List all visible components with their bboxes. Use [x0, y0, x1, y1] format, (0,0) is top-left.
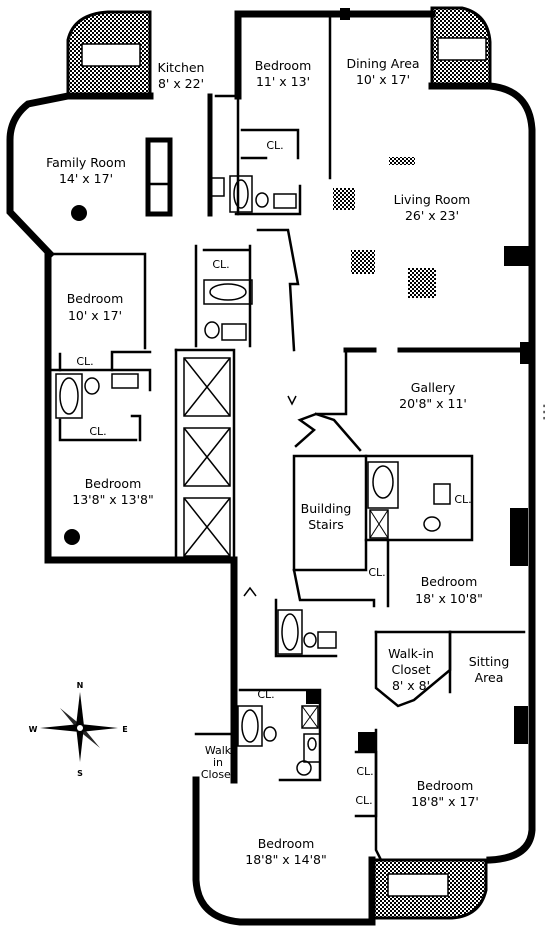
label-walkin-right-line2: Closet — [392, 662, 431, 677]
label-bedroom-mid-right-name: Bedroom — [421, 574, 478, 589]
label-bedroom-left-name: Bedroom — [67, 291, 124, 306]
closet-label: CL. — [356, 765, 373, 778]
terrace-top-right — [430, 6, 492, 88]
label-stairs-line2: Stairs — [308, 517, 344, 532]
label-bedroom-mid-right-size: 18' x 10'8" — [415, 591, 483, 606]
label-dining-size: 10' x 17' — [356, 72, 410, 87]
compass-s: S — [77, 769, 83, 778]
closet-label: CL. — [266, 139, 283, 152]
label-kitchen-name: Kitchen — [158, 60, 205, 75]
compass-w: W — [29, 725, 38, 734]
label-family-size: 14' x 17' — [59, 171, 113, 186]
closet-labels: CL. CL. CL. CL. CL. CL. CL. CL. CL. — [76, 139, 471, 807]
label-walkin-left-line1: Walk — [205, 744, 232, 757]
closet-label: CL. — [89, 425, 106, 438]
elevators — [183, 357, 389, 729]
door-arrows — [243, 395, 297, 597]
columns — [64, 8, 532, 752]
label-bedroom-bottom-name: Bedroom — [258, 836, 315, 851]
label-kitchen-size: 8' x 22' — [158, 76, 204, 91]
label-living-size: 26' x 23' — [405, 208, 459, 223]
label-bedroom-bottom-size: 18'8" x 14'8" — [245, 852, 326, 867]
closet-label: CL. — [257, 688, 274, 701]
label-bedroom-lower-left-name: Bedroom — [85, 476, 142, 491]
floor-pattern — [333, 157, 436, 298]
label-family-name: Family Room — [46, 155, 126, 170]
label-walkin-left-line3: Closet — [201, 768, 236, 781]
label-gallery-size: 20'8" x 11' — [399, 396, 467, 411]
label-living-name: Living Room — [394, 192, 471, 207]
closet-label: CL. — [355, 794, 372, 807]
label-bedroom-bottom-right-size: 18'8" x 17' — [411, 794, 479, 809]
label-walkin-right-line1: Walk-in — [388, 646, 434, 661]
compass-n: N — [77, 681, 84, 690]
label-stairs-line1: Building — [301, 501, 352, 516]
closet-label: CL. — [368, 566, 385, 579]
closet-label: CL. — [76, 355, 93, 368]
label-walkin-right-size: 8' x 8' — [392, 678, 430, 693]
room-labels: Kitchen 8' x 22' Bedroom 11' x 13' Dinin… — [46, 56, 509, 867]
label-bedroom-left-size: 10' x 17' — [68, 308, 122, 323]
label-bedroom-bottom-right-name: Bedroom — [417, 778, 474, 793]
label-sitting-line1: Sitting — [469, 654, 510, 669]
terrace-top-left — [66, 10, 152, 98]
compass-e: E — [122, 725, 127, 734]
interior-walls — [48, 12, 529, 860]
bathroom-fixtures — [55, 175, 451, 776]
label-dining-name: Dining Area — [346, 56, 419, 71]
label-walkin-left-line2: in — [213, 756, 223, 769]
edge-mark: - - - — [540, 404, 549, 420]
label-sitting-line2: Area — [475, 670, 504, 685]
label-bedroom-top-size: 11' x 13' — [256, 74, 310, 89]
closet-label: CL. — [212, 258, 229, 271]
terrace-bottom-right — [372, 858, 488, 920]
closet-label: CL. — [454, 493, 471, 506]
label-bedroom-lower-left-size: 13'8" x 13'8" — [72, 492, 153, 507]
label-gallery-name: Gallery — [411, 380, 456, 395]
compass-icon: N S E W — [29, 681, 128, 778]
label-bedroom-top-name: Bedroom — [255, 58, 312, 73]
